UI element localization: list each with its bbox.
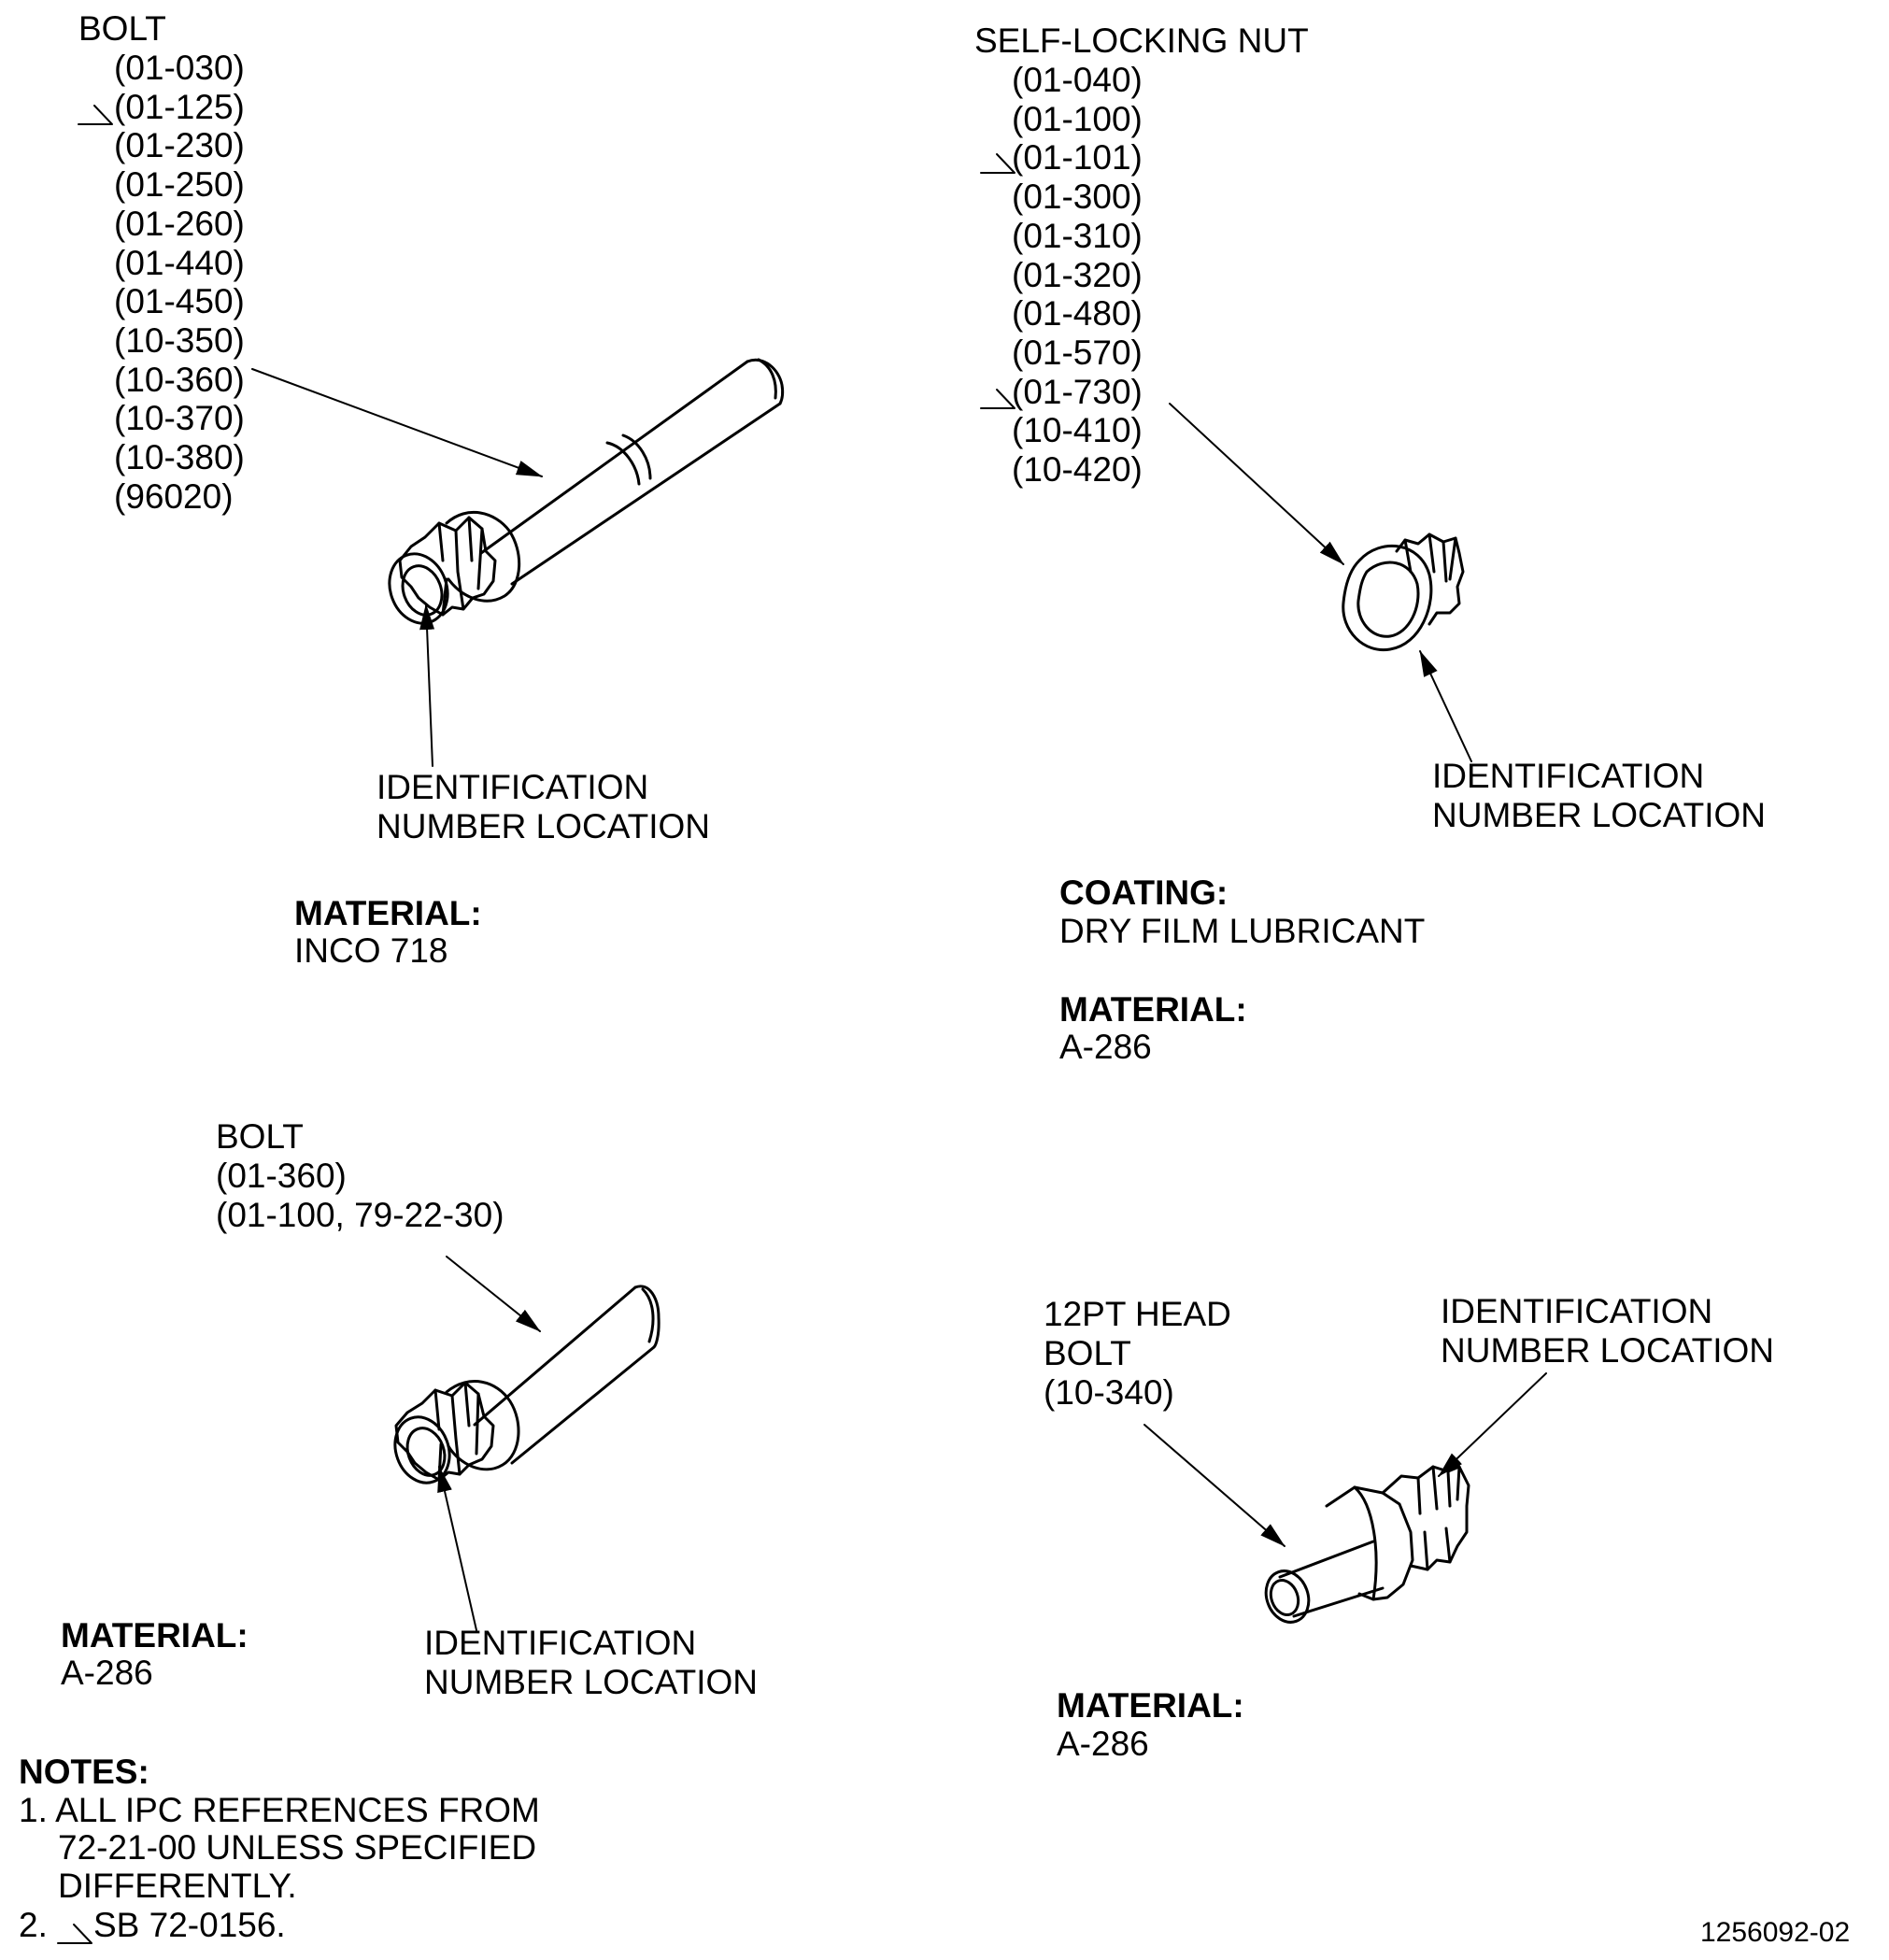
nut-ref-list: (01-040) (01-100) (01-101) (01-300) (01-…	[1012, 61, 1143, 490]
bolt-top-ref: (01-125)	[114, 87, 245, 126]
note-1-line-1: 1. ALL IPC REFERENCES FROM	[19, 1791, 540, 1829]
bolt-top-ref: (01-440)	[114, 243, 245, 282]
bolt-bottom-title: BOLT	[216, 1117, 304, 1156]
nut-id-label-1: IDENTIFICATION	[1432, 757, 1705, 795]
nut-ref: (10-410)	[1012, 411, 1143, 450]
nut-ref: (10-420)	[1012, 450, 1143, 490]
nut-ref: (01-570)	[1012, 333, 1143, 372]
bolt-bottom-id-label-1: IDENTIFICATION	[424, 1624, 697, 1662]
bolt-top-ref: (10-370)	[114, 399, 245, 438]
nut-coating-value: DRY FILM LUBRICANT	[1059, 912, 1426, 950]
bolt-12pt-title-1: 12PT HEAD	[1044, 1295, 1231, 1333]
notes-heading: NOTES:	[19, 1753, 149, 1791]
bolt-top-ref: (01-250)	[114, 165, 245, 205]
nut-title: SELF-LOCKING NUT	[974, 21, 1309, 60]
nut-ref: (01-320)	[1012, 255, 1143, 294]
bolt-top-ref-list: (01-030) (01-125) (01-230) (01-250) (01-…	[114, 49, 245, 516]
nut-ref: (01-300)	[1012, 178, 1143, 217]
nut-material-value: A-286	[1059, 1028, 1152, 1066]
bolt-top-material-heading: MATERIAL:	[294, 894, 482, 932]
note-2-text: SB 72-0156.	[93, 1906, 286, 1944]
nut-material-heading: MATERIAL:	[1059, 990, 1247, 1029]
note-1-line-3: DIFFERENTLY.	[58, 1867, 297, 1905]
nut-ref: (01-101)	[1012, 138, 1143, 178]
note-delta-marker	[57, 1924, 92, 1944]
bolt-bottom-ref-1: (01-360)	[216, 1157, 347, 1195]
bolt-12pt-title-2: BOLT	[1044, 1334, 1131, 1372]
bolt-top-id-label-1: IDENTIFICATION	[376, 768, 649, 806]
note-1-line-2: 72-21-00 UNLESS SPECIFIED	[58, 1828, 537, 1867]
nut-ref: (01-040)	[1012, 61, 1143, 99]
bolt-12pt-id-label-2: NUMBER LOCATION	[1441, 1331, 1775, 1370]
nut-coating-heading: COATING:	[1059, 873, 1229, 912]
bolt-top-ref: (10-380)	[114, 438, 245, 477]
bolt-top-ref: (10-360)	[114, 360, 245, 399]
bolt-bottom-ref-2: (01-100, 79-22-30)	[216, 1196, 504, 1234]
nut-drawing	[980, 153, 1472, 762]
nut-ref: (01-310)	[1012, 216, 1143, 255]
bolt-top-ref: (96020)	[114, 476, 234, 516]
bolt-top-ref: (01-450)	[114, 282, 245, 321]
bolt-12pt-material-value: A-286	[1057, 1725, 1149, 1763]
bolt-bottom-id-label-2: NUMBER LOCATION	[424, 1663, 759, 1701]
bolt-12pt-drawing	[1143, 1372, 1547, 1624]
bolt-top-id-label-2: NUMBER LOCATION	[376, 807, 711, 845]
bolt-top-drawing	[78, 105, 785, 767]
bolt-top-title: BOLT	[78, 9, 166, 48]
nut-ref: (01-480)	[1012, 294, 1143, 334]
nut-ref: (01-100)	[1012, 99, 1143, 138]
bolt-bottom-material-value: A-286	[61, 1654, 153, 1692]
bolt-bottom-drawing	[393, 1256, 660, 1631]
nut-ref: (01-730)	[1012, 372, 1143, 411]
bolt-top-ref: (01-230)	[114, 126, 245, 165]
bolt-top-ref: (01-030)	[114, 49, 245, 87]
note-2-prefix: 2.	[19, 1906, 48, 1944]
nut-id-label-2: NUMBER LOCATION	[1432, 796, 1767, 834]
bolt-top-ref: (01-260)	[114, 204, 245, 243]
bolt-top-ref: (10-350)	[114, 320, 245, 360]
figure-id: 1256092-02	[1700, 1917, 1851, 1948]
bolt-12pt-ref: (10-340)	[1044, 1373, 1174, 1412]
bolt-bottom-material-heading: MATERIAL:	[61, 1616, 249, 1655]
bolt-12pt-material-heading: MATERIAL:	[1057, 1686, 1244, 1725]
bolt-12pt-id-label-1: IDENTIFICATION	[1441, 1292, 1713, 1330]
bolt-top-material-value: INCO 718	[294, 931, 448, 970]
